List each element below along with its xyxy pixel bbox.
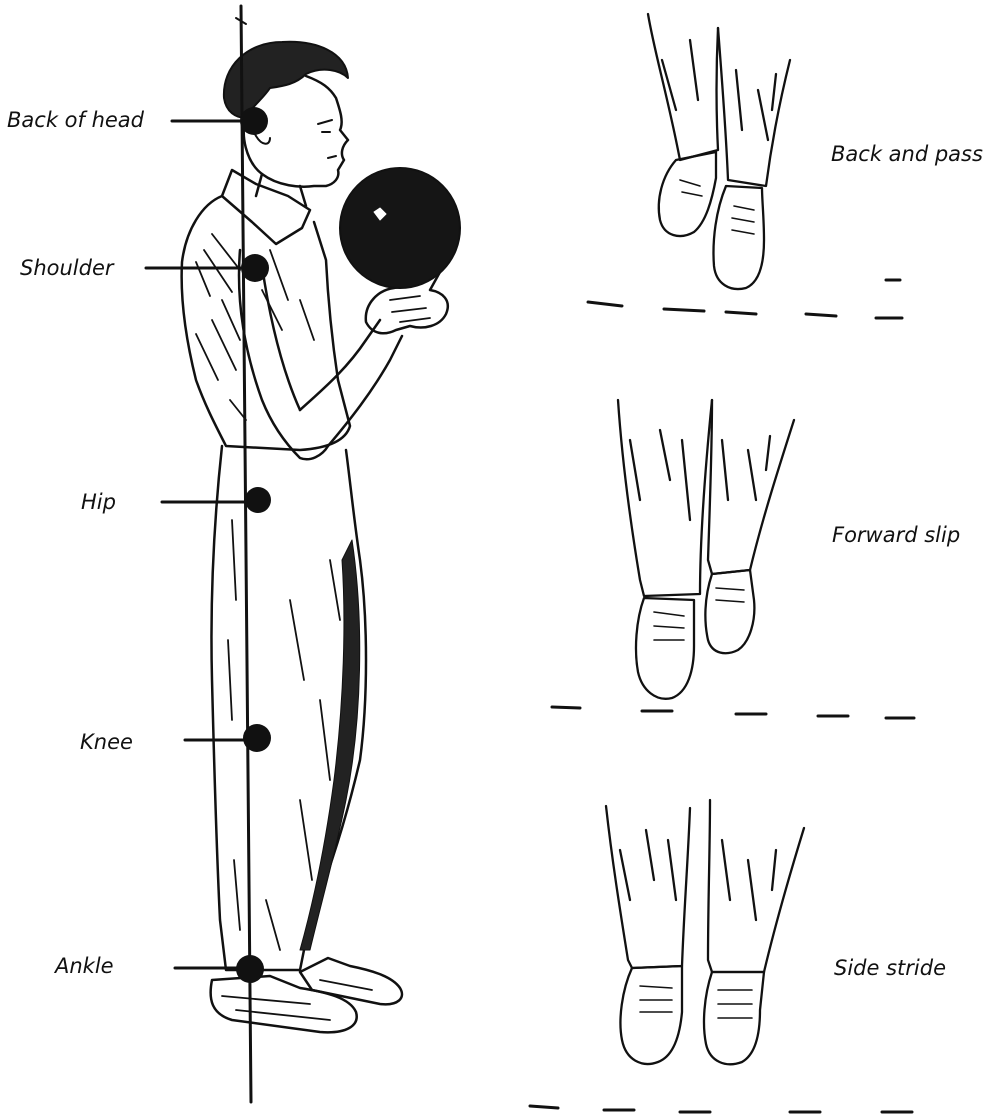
label-knee: Knee bbox=[80, 732, 133, 753]
side-stride-laces bbox=[640, 986, 752, 1018]
forward-slip-trouser-right bbox=[708, 400, 794, 574]
back-and-pass-floor-line bbox=[588, 280, 902, 318]
label-hip: Hip bbox=[81, 492, 116, 513]
label-shoulder: Shoulder bbox=[20, 258, 114, 279]
side-stride-shoe-left bbox=[620, 966, 682, 1064]
forward-slip-shoe-right bbox=[705, 570, 754, 653]
leader-lines bbox=[146, 121, 247, 968]
marker-shoulder bbox=[241, 254, 269, 282]
label-back-and-pass: Back and pass bbox=[831, 144, 983, 165]
bowler-front-shoe bbox=[300, 958, 402, 1004]
marker-hip bbox=[245, 487, 271, 513]
bowling-ball bbox=[340, 168, 460, 288]
back-and-pass-trouser-left bbox=[648, 14, 718, 160]
side-stride-trouser-left bbox=[606, 806, 690, 968]
label-side-stride: Side stride bbox=[834, 958, 946, 979]
label-back-of-head: Back of head bbox=[7, 110, 144, 131]
side-stride-trouser-right bbox=[708, 800, 804, 972]
bowler-pants-shading bbox=[300, 540, 360, 950]
back-and-pass-trouser-right bbox=[718, 28, 790, 186]
bowler-collar bbox=[222, 170, 310, 244]
plumb-line bbox=[241, 6, 251, 1102]
side-stride-floor-line bbox=[530, 1106, 912, 1112]
forward-slip-floor-line bbox=[552, 707, 914, 718]
back-and-pass-laces bbox=[680, 180, 754, 234]
marker-ankle bbox=[236, 955, 264, 983]
back-and-pass-shoe-right bbox=[714, 186, 765, 289]
back-and-pass-shoe-left bbox=[659, 152, 716, 236]
label-ankle: Ankle bbox=[55, 956, 114, 977]
label-forward-slip: Forward slip bbox=[832, 525, 960, 546]
joint-markers bbox=[236, 107, 271, 983]
bowler-forearm bbox=[300, 320, 402, 446]
marker-knee bbox=[243, 724, 271, 752]
bowler-fingers bbox=[390, 296, 430, 322]
feet-forward-slip bbox=[552, 400, 914, 718]
marker-back-of-head bbox=[240, 107, 268, 135]
bowler-neck bbox=[256, 174, 306, 206]
bowler-face-detail bbox=[318, 120, 336, 158]
bowler-back-shoe bbox=[211, 976, 357, 1032]
forward-slip-trouser-left bbox=[618, 400, 712, 596]
feet-back-and-pass bbox=[588, 14, 902, 318]
bowler-figure bbox=[182, 42, 460, 1033]
